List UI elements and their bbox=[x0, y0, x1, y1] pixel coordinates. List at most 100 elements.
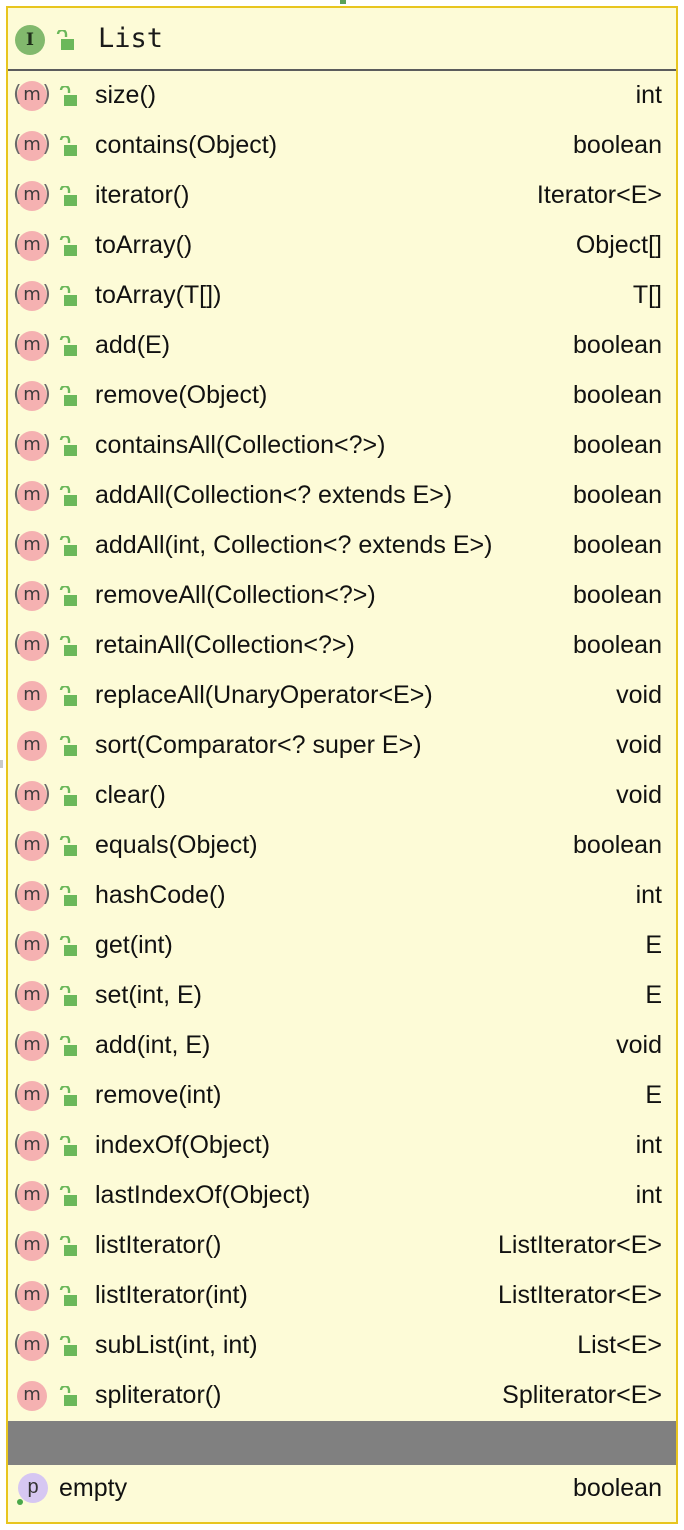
method-row[interactable]: m()addAll(int, Collection<? extends E>)b… bbox=[8, 521, 676, 571]
public-lock-icon bbox=[59, 1086, 77, 1106]
method-name: toArray() bbox=[95, 231, 193, 259]
method-return-type: T[] bbox=[632, 281, 662, 309]
method-row[interactable]: m()contains(Object)boolean bbox=[8, 121, 676, 171]
method-row[interactable]: m()listIterator(int)ListIterator<E> bbox=[8, 1271, 676, 1321]
top-connector-mark bbox=[340, 0, 346, 4]
method-name: addAll(Collection<? extends E>) bbox=[95, 481, 453, 509]
method-name: iterator() bbox=[95, 181, 190, 209]
method-row[interactable]: m()indexOf(Object)int bbox=[8, 1121, 676, 1171]
class-title: List bbox=[98, 23, 164, 54]
method-row[interactable]: m()equals(Object)boolean bbox=[8, 821, 676, 871]
method-return-type: E bbox=[645, 981, 662, 1009]
public-lock-icon bbox=[59, 486, 77, 506]
method-icon: m() bbox=[13, 431, 51, 461]
method-name: listIterator() bbox=[95, 1231, 222, 1259]
method-icon: m() bbox=[13, 181, 51, 211]
method-return-type: boolean bbox=[573, 131, 662, 159]
method-row[interactable]: m()subList(int, int)List<E> bbox=[8, 1321, 676, 1371]
public-lock-icon bbox=[59, 1386, 77, 1406]
public-lock-icon bbox=[59, 836, 77, 856]
method-return-type: boolean bbox=[573, 481, 662, 509]
public-lock-icon bbox=[59, 86, 77, 106]
method-name: lastIndexOf(Object) bbox=[95, 1181, 311, 1209]
method-name: add(int, E) bbox=[95, 1031, 211, 1059]
method-row[interactable]: m()toArray(T[])T[] bbox=[8, 271, 676, 321]
method-return-type: Spliterator<E> bbox=[502, 1381, 662, 1409]
public-lock-icon bbox=[59, 1186, 77, 1206]
method-name: clear() bbox=[95, 781, 166, 809]
method-name: hashCode() bbox=[95, 881, 226, 909]
method-name: contains(Object) bbox=[95, 131, 278, 159]
method-icon: m() bbox=[13, 1131, 51, 1161]
public-lock-icon bbox=[59, 436, 77, 456]
method-row[interactable]: m() addAll(Collection<? extends E>) boolea… bbox=[8, 471, 676, 521]
public-lock-icon bbox=[59, 1236, 77, 1256]
method-name: sort(Comparator<? super E>) bbox=[95, 731, 422, 759]
method-return-type: boolean bbox=[573, 581, 662, 609]
public-lock-icon bbox=[59, 886, 77, 906]
method-icon: m() bbox=[13, 781, 51, 811]
method-icon: m() bbox=[13, 981, 51, 1011]
method-name: remove(int) bbox=[95, 1081, 222, 1109]
method-icon: m bbox=[17, 1381, 47, 1411]
public-lock-icon bbox=[59, 986, 77, 1006]
public-lock-icon bbox=[59, 936, 77, 956]
method-icon: m() bbox=[13, 231, 51, 261]
method-name: remove(Object) bbox=[95, 381, 268, 409]
method-name: toArray(T[]) bbox=[95, 281, 222, 309]
method-icon: m() bbox=[13, 881, 51, 911]
method-return-type: void bbox=[616, 681, 662, 709]
method-row[interactable]: m()remove(int)E bbox=[8, 1071, 676, 1121]
method-row[interactable]: m()toArray()Object[] bbox=[8, 221, 676, 271]
method-icon: m() bbox=[13, 481, 51, 511]
method-row[interactable]: m()get(int)E bbox=[8, 921, 676, 971]
property-icon: p bbox=[18, 1473, 48, 1503]
method-name: retainAll(Collection<?>) bbox=[95, 631, 355, 659]
method-return-type: int bbox=[635, 81, 662, 109]
public-lock-icon bbox=[59, 536, 77, 556]
method-row[interactable]: m()clear()void bbox=[8, 771, 676, 821]
method-icon: m() bbox=[13, 1031, 51, 1061]
method-icon: m() bbox=[13, 1281, 51, 1311]
method-row[interactable]: m()add(E)boolean bbox=[8, 321, 676, 371]
method-name: subList(int, int) bbox=[95, 1331, 258, 1359]
method-name: removeAll(Collection<?>) bbox=[95, 581, 376, 609]
method-row[interactable]: m()remove(Object)boolean bbox=[8, 371, 676, 421]
method-icon: m() bbox=[13, 1181, 51, 1211]
method-return-type: void bbox=[616, 731, 662, 759]
method-name: get(int) bbox=[95, 931, 173, 959]
property-name: empty bbox=[59, 1474, 128, 1502]
method-icon: m bbox=[17, 681, 47, 711]
method-row[interactable]: m()size()int bbox=[8, 71, 676, 121]
method-row[interactable]: m()add(int, E)void bbox=[8, 1021, 676, 1071]
class-header[interactable]: I List bbox=[8, 8, 676, 71]
public-lock-icon bbox=[59, 686, 77, 706]
method-name: replaceAll(UnaryOperator<E>) bbox=[95, 681, 433, 709]
method-row[interactable]: m()listIterator()ListIterator<E> bbox=[8, 1221, 676, 1271]
method-row[interactable]: m()containsAll(Collection<?>)boolean bbox=[8, 421, 676, 471]
method-return-type: boolean bbox=[573, 531, 662, 559]
method-row[interactable]: m()removeAll(Collection<?>)boolean bbox=[8, 571, 676, 621]
method-row[interactable]: m()retainAll(Collection<?>)boolean bbox=[8, 621, 676, 671]
method-row[interactable]: m()set(int, E)E bbox=[8, 971, 676, 1021]
public-lock-icon bbox=[59, 636, 77, 656]
public-lock-icon bbox=[59, 1036, 77, 1056]
method-icon: m() bbox=[13, 381, 51, 411]
method-icon: m() bbox=[13, 931, 51, 961]
class-diagram-box[interactable]: I List m()size()int m() contains(Object) bo… bbox=[6, 6, 678, 1524]
method-icon: m() bbox=[13, 631, 51, 661]
method-row[interactable]: m()lastIndexOf(Object)int bbox=[8, 1171, 676, 1221]
section-divider-band bbox=[8, 1421, 676, 1465]
public-lock-icon bbox=[59, 1286, 77, 1306]
public-lock-icon bbox=[59, 1336, 77, 1356]
method-return-type: ListIterator<E> bbox=[498, 1231, 662, 1259]
method-row[interactable]: m replaceAll(UnaryOperator<E>) void bbox=[8, 671, 676, 721]
method-row[interactable]: m()iterator()Iterator<E> bbox=[8, 171, 676, 221]
public-lock-icon bbox=[59, 336, 77, 356]
method-row[interactable]: m()hashCode()int bbox=[8, 871, 676, 921]
public-lock-icon bbox=[56, 30, 74, 50]
